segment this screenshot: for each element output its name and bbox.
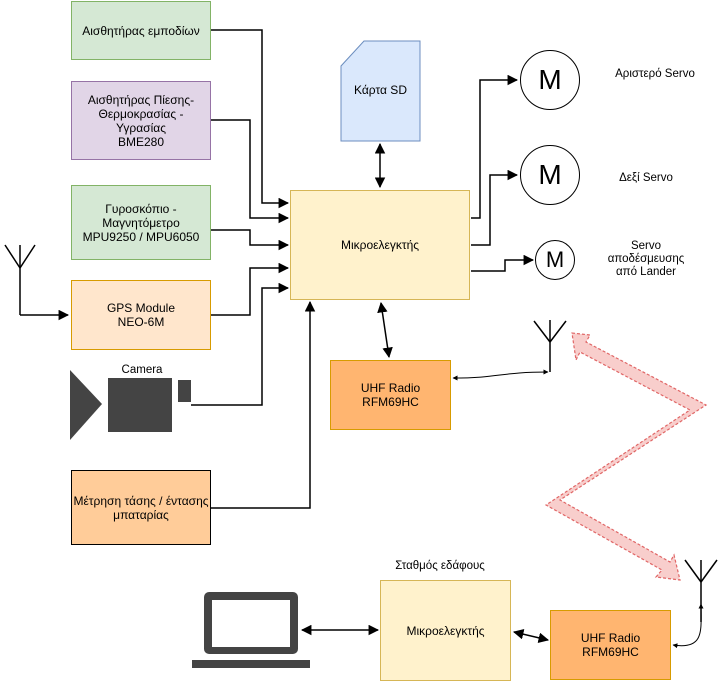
battery-measure-label: Μέτρηση τάσης / έντασης μπαταρίας <box>73 493 209 522</box>
camera-label: Camera <box>121 364 163 376</box>
connector-battery-to-mcu <box>211 300 316 509</box>
connector-mcu-radio <box>377 301 393 359</box>
obstacle-sensor-label: Αισθητήρας εμποδίων <box>82 23 200 38</box>
main-microcontroller-box: Μικροελεγκτής <box>290 190 470 300</box>
sd-card-icon <box>340 40 421 142</box>
bme280-sensor-box: Αισθητήρας Πίεσης- Θερμοκρασίας - Υγρασί… <box>71 81 211 160</box>
battery-measure-box: Μέτρηση τάσης / έντασης μπαταρίας <box>71 470 211 545</box>
release-servo-symbol: M <box>545 247 565 272</box>
camera-icon <box>70 370 191 440</box>
gyro-sensor-box: Γυροσκόπιο - Μαγνητόμετρο MPU9250 / MPU6… <box>71 185 211 260</box>
obstacle-sensor-box: Αισθητήρας εμποδίων <box>71 1 211 60</box>
ground-microcontroller-label: Μικροελεγκτής <box>406 623 485 638</box>
gyro-sensor-label: Γυροσκόπιο - Μαγνητόμετρο MPU9250 / MPU6… <box>82 201 200 244</box>
connector-camera-to-mcu <box>191 282 290 406</box>
ground-radio-box: UHF Radio RFM69HC <box>550 610 671 680</box>
laptop-icon <box>192 592 310 668</box>
release-servo-motor-icon: M <box>535 240 575 280</box>
connector-mcu-to-release-servo <box>471 254 535 272</box>
ground-microcontroller-box: Μικροελεγκτής <box>380 580 511 681</box>
connector-gyro-to-mcu <box>211 229 290 251</box>
connector-ground-mcu-radio <box>512 629 550 643</box>
gps-module-box: GPS Module NEO-6M <box>71 280 211 350</box>
sd-card-label: Κάρτα SD <box>354 83 407 97</box>
connector-radio-to-antenna <box>452 369 549 381</box>
onboard-radio-label: UHF Radio RFM69HC <box>360 381 421 409</box>
release-servo-label: Servo αποδέσμευσης από Lander <box>607 240 685 278</box>
connector-bme-to-mcu <box>211 119 290 224</box>
connector-mcu-to-left-servo <box>471 74 519 219</box>
ground-radio-label: UHF Radio RFM69HC <box>580 631 641 659</box>
connector-gps-to-mcu <box>211 262 290 316</box>
bme280-sensor-label: Αισθητήρας Πίεσης- Θερμοκρασίας - Υγρασί… <box>87 92 195 149</box>
left-servo-label: Αριστερό Servo <box>615 68 695 80</box>
connector-mcu-to-right-servo <box>471 169 519 246</box>
gps-module-label: GPS Module NEO-6M <box>106 301 176 329</box>
main-microcontroller-label: Μικροελεγκτής <box>340 238 420 252</box>
onboard-radio-box: UHF Radio RFM69HC <box>330 360 451 430</box>
right-servo-motor-icon: M <box>520 145 580 205</box>
left-servo-symbol: M <box>538 64 562 95</box>
onboard-antenna-icon <box>533 320 567 372</box>
right-servo-symbol: M <box>538 159 562 190</box>
connector-ground-radio-antenna <box>672 603 704 649</box>
gps-antenna-icon <box>4 244 36 315</box>
right-servo-label: Δεξί Servo <box>619 172 673 184</box>
wireless-link-arrow <box>544 332 708 581</box>
connector-obstacle-to-mcu <box>211 29 290 209</box>
left-servo-motor-icon: M <box>520 50 580 110</box>
ground-station-title: Σταθμός εδάφους <box>395 560 485 572</box>
